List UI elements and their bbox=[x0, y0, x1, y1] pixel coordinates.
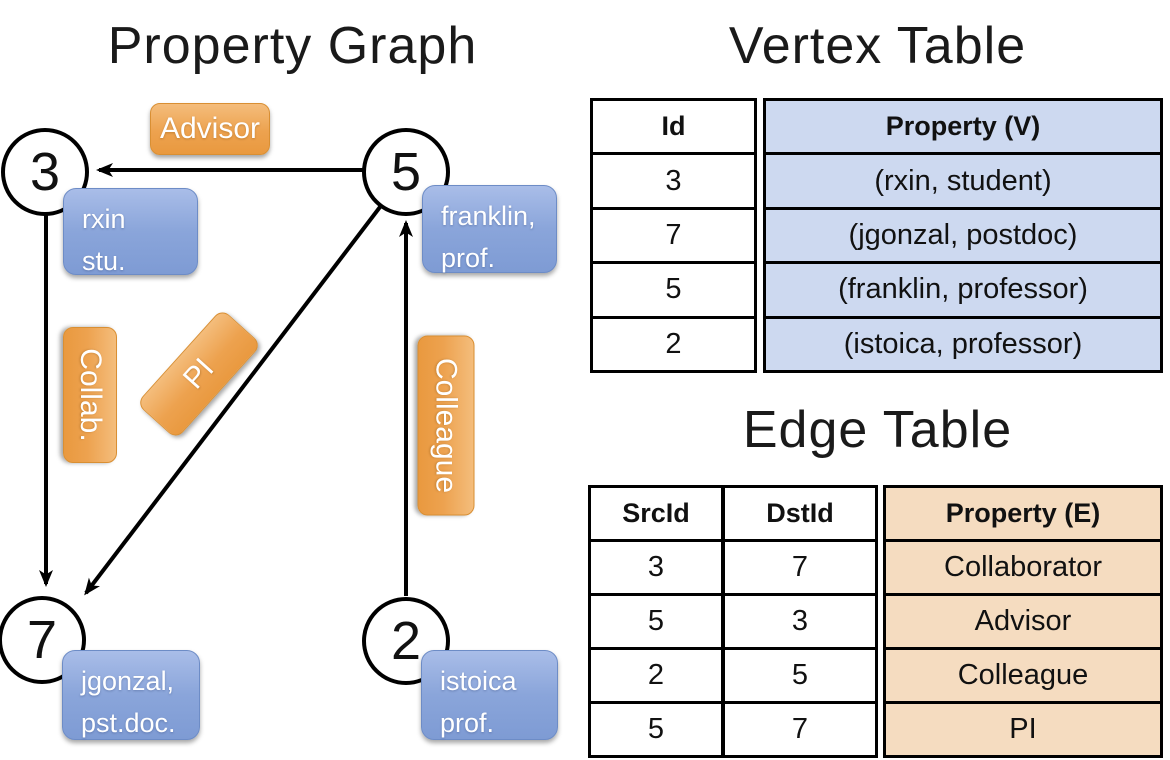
vertex-property-7-line1: jgonzal, bbox=[81, 666, 175, 696]
vertex-property-5-line1: franklin, bbox=[441, 201, 536, 231]
edge-label-advisor: Advisor bbox=[150, 103, 270, 155]
edge-table-property-cell: Colleague bbox=[886, 647, 1160, 701]
vertex-property-3-line2: stu. bbox=[82, 245, 126, 276]
vertex-node-7-id: 7 bbox=[26, 610, 58, 670]
vertex-property-box-2: istoica prof. bbox=[421, 650, 558, 740]
edge-table-dstid-column: DstId 7 3 5 7 bbox=[723, 485, 878, 758]
vertex-property-2-line1: istoica bbox=[440, 666, 517, 696]
edge-label-collab: Collab. bbox=[63, 327, 117, 463]
edge-table-srcid-cell: 3 bbox=[591, 539, 721, 593]
edge-table-srcid-cell: 5 bbox=[591, 593, 721, 647]
edge-table-title: Edge Table bbox=[742, 401, 1013, 459]
vertex-node-5-id: 5 bbox=[390, 142, 422, 202]
vertex-table-id-cell: 5 bbox=[593, 261, 754, 315]
edge-table-srcid-cell: 2 bbox=[591, 647, 721, 701]
edge-table-srcid-column: SrcId 3 5 2 5 bbox=[588, 485, 723, 758]
vertex-property-7-line2: pst.doc. bbox=[81, 707, 176, 738]
vertex-node-5: 5 bbox=[362, 128, 450, 216]
vertex-table-id-cell: 2 bbox=[593, 315, 754, 370]
edge-table-dstid-cell: 3 bbox=[725, 593, 875, 647]
property-graph-title: Property Graph bbox=[107, 17, 478, 75]
edge-table-property-cell: Advisor bbox=[886, 593, 1160, 647]
edge-table-dstid-header: DstId bbox=[766, 498, 834, 528]
vertex-table-property-cell: (franklin, professor) bbox=[766, 261, 1160, 316]
vertex-node-2: 2 bbox=[362, 597, 450, 685]
vertex-table-id-cell: 7 bbox=[593, 206, 754, 261]
vertex-node-3-id: 3 bbox=[29, 142, 61, 202]
vertex-table-property-column: Property (V) (rxin, student) (jgonzal, p… bbox=[763, 98, 1163, 373]
vertex-property-5-line2: prof. bbox=[441, 242, 496, 273]
vertex-property-box-7: jgonzal, pst.doc. bbox=[62, 650, 200, 740]
edge-table-srcid-cell: 5 bbox=[591, 701, 721, 755]
graph-edges-canvas bbox=[39, 163, 413, 596]
vertex-property-3-line1: rxin bbox=[82, 204, 126, 234]
vertex-property-2-line2: prof. bbox=[440, 707, 495, 738]
edge-table-dstid-cell: 5 bbox=[725, 647, 875, 701]
vertex-property-box-5: franklin, prof. bbox=[422, 185, 557, 273]
vertex-table-property-cell: (rxin, student) bbox=[766, 152, 1160, 207]
vertex-table-property-cell: (istoica, professor) bbox=[766, 315, 1160, 371]
vertex-table-id-header: Id bbox=[661, 111, 686, 142]
edge-table-property-cell: PI bbox=[886, 701, 1160, 755]
edge-pi-line bbox=[84, 205, 382, 596]
edge-table-property-header: Property (E) bbox=[886, 488, 1160, 539]
edge-table-dstid-cell: 7 bbox=[725, 701, 875, 755]
vertex-table-property-cell: (jgonzal, postdoc) bbox=[766, 206, 1160, 262]
vertex-table-property-header: Property (V) bbox=[766, 101, 1160, 153]
vertex-table-id-cell: 3 bbox=[593, 152, 754, 206]
edge-table-dstid-cell: 7 bbox=[725, 539, 875, 593]
vertex-property-box-3: rxin stu. bbox=[63, 188, 198, 276]
edge-table-property-column: Property (E) Collaborator Advisor Collea… bbox=[883, 485, 1163, 758]
vertex-table-id-column: Id 3 7 5 2 bbox=[590, 98, 757, 373]
edge-table-srcid-header: SrcId bbox=[622, 498, 690, 528]
edge-table-property-cell: Collaborator bbox=[886, 539, 1160, 593]
vertex-node-2-id: 2 bbox=[390, 611, 422, 671]
edge-label-colleague: Colleague bbox=[417, 335, 475, 516]
vertex-table-title: Vertex Table bbox=[728, 17, 1027, 75]
